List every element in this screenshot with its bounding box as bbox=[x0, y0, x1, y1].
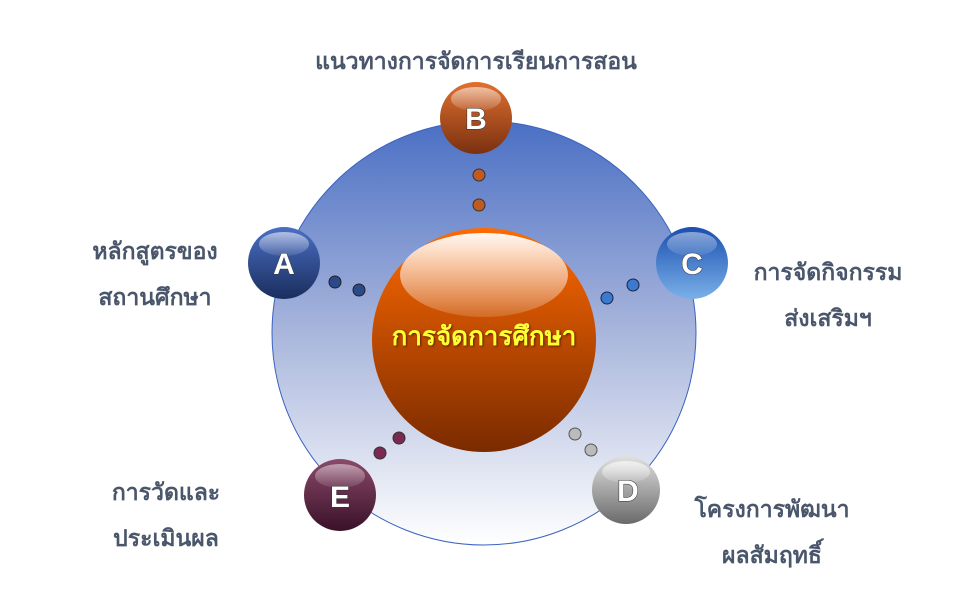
label-a-line-2: สถานศึกษา bbox=[98, 285, 212, 311]
label-c-line-2: ส่งเสริมฯ bbox=[784, 306, 872, 332]
node-d-letter: D bbox=[617, 475, 639, 508]
node-b-letter: B bbox=[465, 103, 487, 136]
label-c-line-1: การจัดกิจกรรม bbox=[753, 260, 903, 286]
label-b: แนวทางการจัดการเรียนการสอน bbox=[315, 39, 637, 85]
label-d: โครงการพัฒนา ผลสัมฤทธิ์ bbox=[694, 487, 849, 579]
label-e-line-1: การวัดและ bbox=[111, 480, 221, 506]
node-a: A bbox=[248, 227, 320, 299]
label-c: การจัดกิจกรรม ส่งเสริมฯ bbox=[754, 250, 903, 342]
connector-dots bbox=[328, 168, 640, 460]
node-b: B bbox=[440, 82, 512, 154]
center-orb bbox=[372, 228, 596, 452]
center-label: การจัดการศึกษา bbox=[391, 322, 577, 352]
label-d-line-1: โครงการพัฒนา bbox=[694, 497, 850, 523]
label-d-line-2: ผลสัมฤทธิ์ bbox=[722, 543, 822, 569]
node-e: E bbox=[304, 459, 376, 531]
node-e-letter: E bbox=[330, 481, 350, 514]
label-e-line-2: ประเมินผล bbox=[113, 526, 219, 552]
label-a: หลักสูตรของ สถานศึกษา bbox=[92, 229, 217, 321]
label-e: การวัดและ ประเมินผล bbox=[112, 470, 220, 562]
node-c: C bbox=[656, 227, 728, 299]
label-a-line-1: หลักสูตรของ bbox=[92, 239, 218, 265]
node-a-letter: A bbox=[273, 248, 295, 281]
label-b-line-1: แนวทางการจัดการเรียนการสอน bbox=[315, 49, 637, 75]
node-c-letter: C bbox=[681, 248, 703, 281]
node-d: D bbox=[592, 456, 660, 524]
